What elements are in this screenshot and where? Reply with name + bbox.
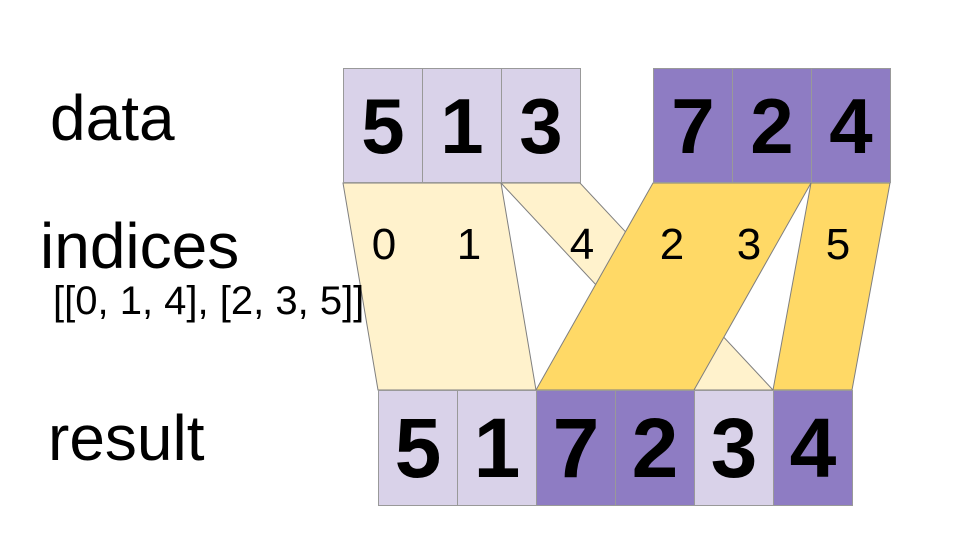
index-label: 1 (456, 220, 482, 269)
result-cell: 4 (773, 390, 853, 506)
data-cell: 1 (422, 68, 502, 183)
index-label: 3 (736, 220, 762, 269)
result-cell: 2 (615, 390, 695, 506)
indices-literal: [[0, 1, 4], [2, 3, 5]] (53, 279, 365, 323)
band-light-main (342, 182, 537, 391)
index-label: 5 (825, 220, 851, 269)
data-cell: 4 (811, 68, 891, 183)
result-cell: 7 (536, 390, 616, 506)
data-label: data (50, 82, 175, 154)
result-cell: 1 (457, 390, 537, 506)
data-cell: 5 (343, 68, 423, 183)
index-label: 0 (371, 220, 397, 269)
index-label: 2 (659, 220, 685, 269)
result-label: result (48, 402, 205, 474)
result-cell: 5 (378, 390, 458, 506)
result-cell: 3 (694, 390, 774, 506)
data-cell: 3 (501, 68, 581, 183)
index-label: 4 (569, 220, 595, 269)
indices-label: indices (40, 210, 240, 282)
data-cell: 7 (653, 68, 733, 183)
data-cell: 2 (732, 68, 812, 183)
